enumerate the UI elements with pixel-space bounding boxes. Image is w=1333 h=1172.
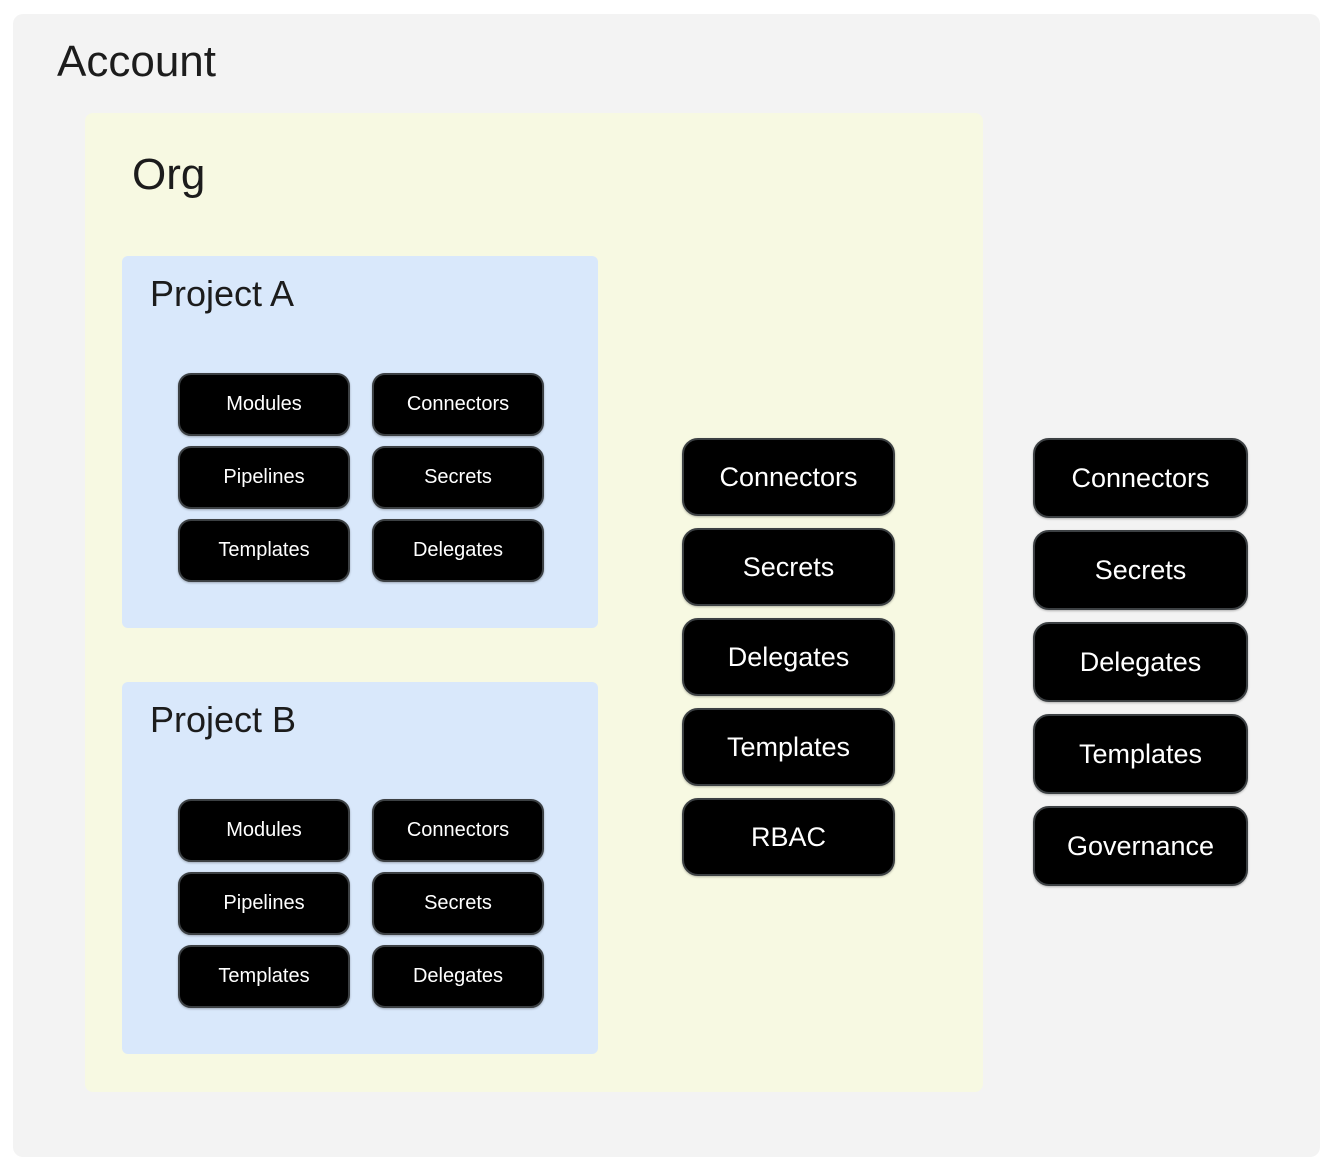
account-node-secrets: Secrets: [1033, 530, 1248, 610]
org-node-secrets: Secrets: [682, 528, 895, 606]
org-node-templates: Templates: [682, 708, 895, 786]
project-b-label: Project B: [150, 699, 297, 740]
project-b-node-pipelines: Pipelines: [178, 872, 350, 935]
account-node-delegates: Delegates: [1033, 622, 1248, 702]
account-node-column: Connectors Secrets Delegates Templates G…: [1033, 438, 1248, 886]
project-a-label: Project A: [150, 273, 295, 314]
account-node-connectors: Connectors: [1033, 438, 1248, 518]
account-node-governance: Governance: [1033, 806, 1248, 886]
project-b-container: Project B Modules Connectors Pipelines S…: [122, 682, 598, 1054]
project-a-node-templates: Templates: [178, 519, 350, 582]
project-a-node-delegates: Delegates: [372, 519, 544, 582]
project-a-container: Project A Modules Connectors Pipelines S…: [122, 256, 598, 628]
org-container: Org Project A Modules Connectors Pipelin…: [85, 113, 983, 1092]
project-b-node-modules: Modules: [178, 799, 350, 862]
org-label: Org: [132, 150, 206, 199]
project-b-node-secrets: Secrets: [372, 872, 544, 935]
org-node-delegates: Delegates: [682, 618, 895, 696]
project-a-node-connectors: Connectors: [372, 373, 544, 436]
project-a-node-grid: Modules Connectors Pipelines Secrets Tem…: [178, 373, 544, 582]
project-b-node-grid: Modules Connectors Pipelines Secrets Tem…: [178, 799, 544, 1008]
project-a-node-pipelines: Pipelines: [178, 446, 350, 509]
org-node-rbac: RBAC: [682, 798, 895, 876]
project-b-node-templates: Templates: [178, 945, 350, 1008]
project-a-node-secrets: Secrets: [372, 446, 544, 509]
project-b-node-delegates: Delegates: [372, 945, 544, 1008]
project-a-node-modules: Modules: [178, 373, 350, 436]
account-container: Account Org Project A Modules Connectors…: [13, 14, 1320, 1157]
org-node-column: Connectors Secrets Delegates Templates R…: [682, 438, 895, 876]
account-label: Account: [57, 37, 216, 86]
project-b-node-connectors: Connectors: [372, 799, 544, 862]
org-node-connectors: Connectors: [682, 438, 895, 516]
account-node-templates: Templates: [1033, 714, 1248, 794]
